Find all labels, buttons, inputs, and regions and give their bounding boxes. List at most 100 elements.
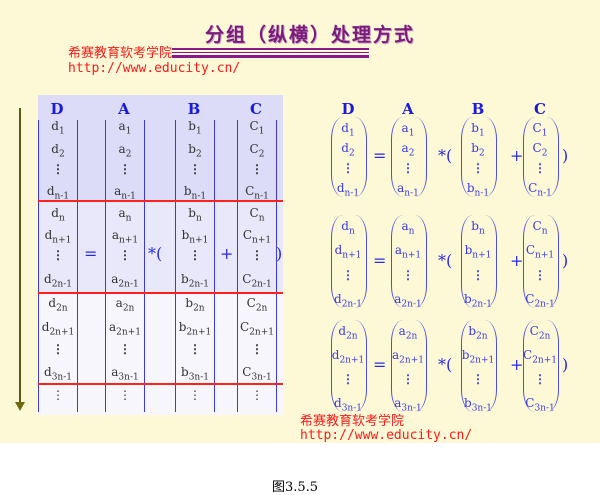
- vector-entry: Cn: [532, 219, 548, 237]
- continuation-dots: ⋮: [119, 388, 131, 402]
- vector-bracket: [523, 320, 559, 412]
- vector-entry: C3n-1: [525, 396, 555, 414]
- operator: =: [373, 355, 387, 374]
- vector-entry: d2n: [48, 296, 68, 314]
- vector-entry: ⋮: [472, 161, 484, 175]
- group-divider: [38, 200, 283, 202]
- group-divider: [38, 292, 283, 294]
- vector-entry: d2n-1: [334, 292, 362, 310]
- vector-entry: b3n-1: [181, 365, 209, 383]
- operator: ): [276, 244, 283, 263]
- title-underline: [172, 55, 369, 58]
- vector-entry: a3n-1: [394, 396, 422, 414]
- processing-direction-arrow: [19, 108, 21, 404]
- vector-entry: Cn+1: [242, 228, 272, 246]
- vector-entry: an: [118, 206, 132, 224]
- vector-entry: Cn: [249, 206, 265, 224]
- vector-entry: an+1: [111, 228, 139, 246]
- vector-entry: an-1: [114, 184, 136, 202]
- vector-entry: ⋮: [52, 248, 64, 262]
- vector-entry: ⋮: [534, 161, 546, 175]
- vector-entry: ⋮: [119, 248, 131, 262]
- operator: ): [562, 355, 569, 374]
- vector-entry: C2: [532, 141, 548, 159]
- vector-entry: ⋮: [342, 161, 354, 175]
- vector-bracket: [461, 215, 497, 308]
- vector-entry: ⋮: [534, 372, 546, 386]
- vector-entry: ⋮: [342, 372, 354, 386]
- watermark-name: 希赛教育软考学院: [68, 46, 173, 61]
- vector-entry: b2: [188, 142, 202, 160]
- vector-bracket: [391, 215, 427, 308]
- operator: +: [510, 250, 524, 270]
- vector-entry: ⋮: [251, 248, 263, 262]
- vector-entry: ⋮: [251, 162, 263, 176]
- vector-entry: ⋮: [189, 248, 201, 262]
- vector-entry: bn-1: [183, 184, 207, 202]
- vector-entry: C3n-1: [242, 365, 272, 383]
- vector-entry: ⋮: [534, 267, 546, 282]
- vector-entry: d2n+1: [41, 320, 75, 338]
- vector-entry: a1: [401, 121, 415, 139]
- vector-entry: an+1: [394, 243, 422, 261]
- vector-entry: C2n+1: [523, 348, 557, 366]
- vector-column: [237, 120, 277, 412]
- vector-entry: Cn-1: [245, 184, 269, 202]
- column-header: B: [471, 100, 485, 118]
- vector-entry: ⋮: [52, 162, 64, 176]
- vector-entry: dn: [51, 206, 65, 224]
- vector-entry: a2n+1: [392, 348, 424, 366]
- vector-bracket: [523, 215, 559, 308]
- vector-entry: ⋮: [189, 162, 201, 176]
- vector-entry: b1: [188, 119, 202, 137]
- vector-entry: bn-1: [466, 181, 490, 199]
- vector-entry: d2n-1: [44, 272, 72, 290]
- vector-entry: ⋮: [119, 342, 131, 356]
- vector-entry: b2n: [468, 324, 488, 342]
- vector-entry: a2: [118, 142, 132, 160]
- vector-entry: b3n-1: [464, 396, 492, 414]
- vector-entry: b2n: [185, 296, 205, 314]
- vector-entry: an: [401, 219, 415, 237]
- operator: +: [510, 146, 524, 165]
- watermark-url: http://www.educity.cn/: [68, 61, 241, 76]
- operator: =: [373, 146, 387, 165]
- arrow-head-icon: [15, 402, 25, 411]
- group-band: [38, 200, 283, 292]
- left-vertical-panel: [38, 95, 283, 415]
- vector-bracket: [331, 320, 367, 412]
- column-header: D: [341, 100, 355, 118]
- column-header: B: [187, 100, 201, 118]
- vector-entry: C2n: [529, 324, 551, 342]
- vector-bracket: [523, 117, 559, 197]
- vector-entry: bn+1: [464, 243, 492, 261]
- vector-entry: bn+1: [181, 228, 209, 246]
- vector-entry: b2n-1: [464, 292, 492, 310]
- operator: *(: [438, 250, 453, 270]
- title-underline: [172, 52, 369, 53]
- vector-entry: ⋮: [472, 267, 484, 282]
- operator: *(: [438, 146, 453, 165]
- vector-bracket: [331, 117, 367, 197]
- operator: *(: [148, 244, 163, 263]
- operator: *(: [438, 355, 453, 374]
- operator: ): [562, 146, 569, 165]
- vector-entry: ⋮: [402, 372, 414, 386]
- vector-entry: a1: [118, 119, 132, 137]
- vector-entry: C2n-1: [242, 272, 272, 290]
- vector-entry: ⋮: [342, 267, 354, 282]
- vector-entry: C1: [532, 121, 548, 139]
- vector-entry: Cn+1: [525, 243, 555, 261]
- operator: +: [510, 355, 524, 374]
- vector-entry: a2n-1: [394, 292, 422, 310]
- vector-entry: b2n-1: [181, 272, 209, 290]
- vector-entry: bn: [188, 206, 202, 224]
- vector-entry: a2n-1: [111, 272, 139, 290]
- vector-entry: d1: [341, 121, 355, 139]
- vector-column: [175, 120, 215, 412]
- watermark-name-2: 希赛教育软考学院: [300, 414, 405, 429]
- group-divider: [38, 383, 283, 385]
- group-band: [38, 95, 283, 200]
- vector-entry: d2: [51, 142, 65, 160]
- vector-entry: d2n: [338, 324, 358, 342]
